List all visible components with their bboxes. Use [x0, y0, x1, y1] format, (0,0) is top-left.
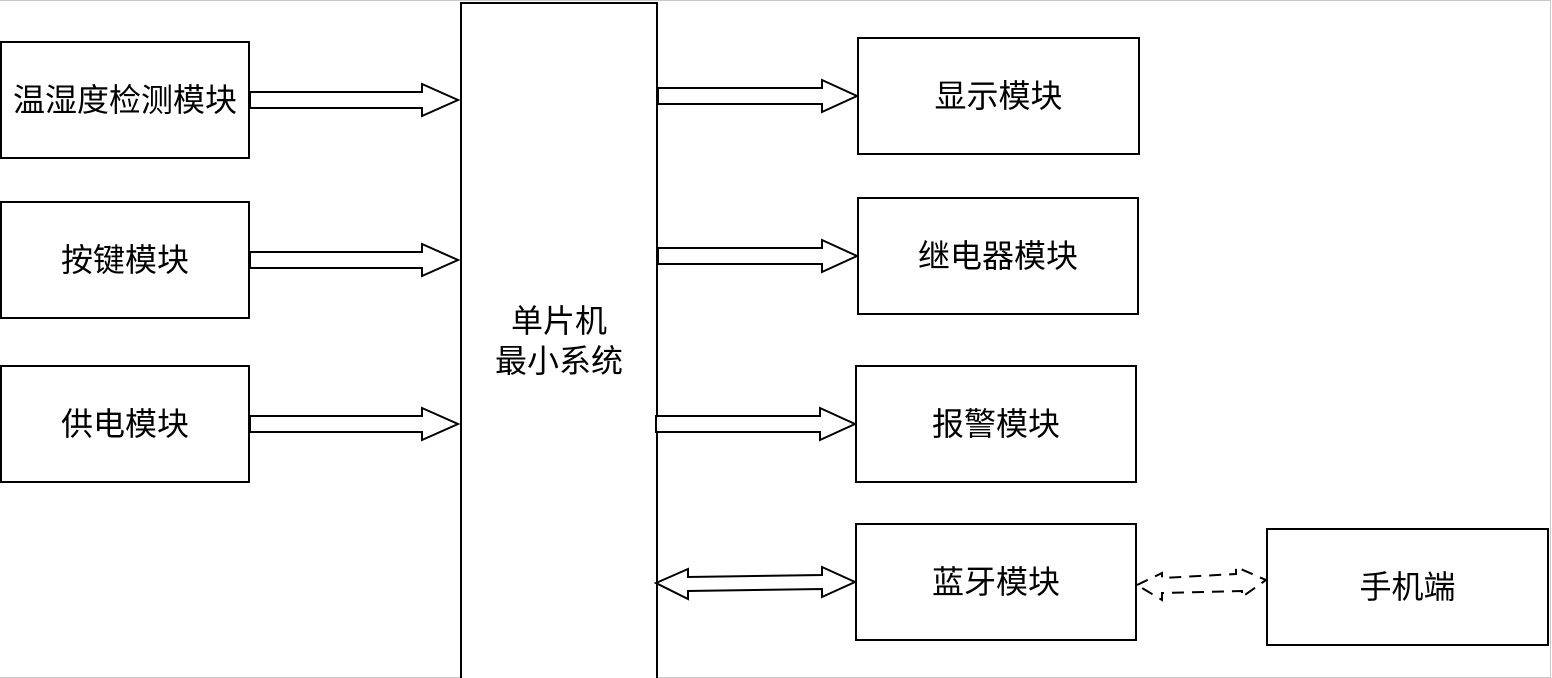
node-temp-humidity-label: 温湿度检测模块 [12, 81, 237, 119]
node-phone-label: 手机端 [1359, 568, 1456, 606]
node-display-label: 显示模块 [934, 77, 1063, 115]
arrow-mcu-bluetooth-bidirectional [653, 565, 858, 601]
node-keypad: 按键模块 [0, 201, 250, 319]
arrow-mcu-to-display [657, 78, 860, 114]
node-mcu-system: 单片机 最小系统 [460, 2, 658, 678]
node-relay: 继电器模块 [857, 197, 1139, 315]
node-display: 显示模块 [857, 37, 1140, 155]
node-mcu-line1: 单片机 [510, 302, 607, 340]
node-keypad-label: 按键模块 [60, 241, 189, 279]
arrow-keypad-to-mcu [249, 242, 461, 278]
node-relay-label: 继电器模块 [917, 237, 1078, 275]
arrow-mcu-to-relay [657, 238, 860, 274]
node-power: 供电模块 [0, 365, 250, 483]
node-power-label: 供电模块 [60, 405, 189, 443]
node-mcu-line2: 最小系统 [494, 342, 623, 380]
node-alarm: 报警模块 [855, 365, 1137, 483]
arrow-bluetooth-phone-wireless [1134, 565, 1269, 602]
node-bluetooth-label: 蓝牙模块 [931, 563, 1060, 601]
node-alarm-label: 报警模块 [931, 405, 1060, 443]
arrow-temp-to-mcu [249, 82, 461, 118]
node-phone: 手机端 [1266, 528, 1549, 646]
arrow-power-to-mcu [249, 406, 461, 442]
node-temp-humidity: 温湿度检测模块 [0, 41, 250, 159]
node-bluetooth: 蓝牙模块 [855, 523, 1137, 641]
arrow-mcu-to-alarm [655, 406, 858, 442]
